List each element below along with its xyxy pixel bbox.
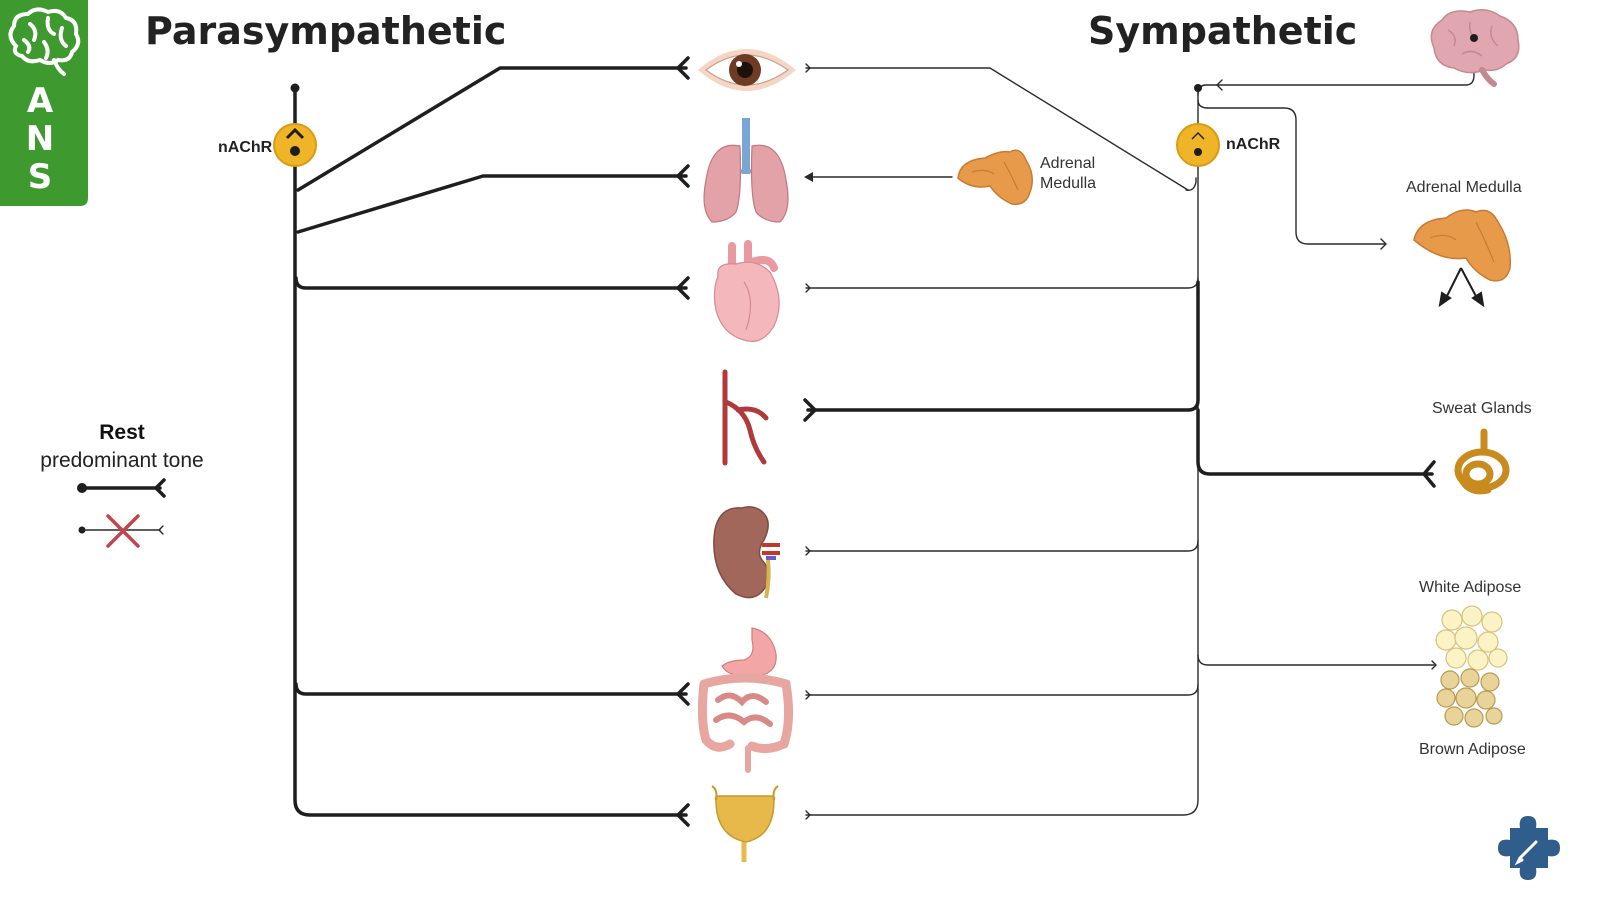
white-adipose-icon <box>1435 605 1508 671</box>
brown-adipose-label: Brown Adipose <box>1419 741 1526 758</box>
eye-icon <box>698 49 796 91</box>
gut-icon <box>697 627 794 773</box>
ans-letter-s: S <box>28 157 53 197</box>
nachr-receptor-right <box>1176 84 1220 167</box>
brown-adipose-icon <box>1436 668 1503 728</box>
cross-icon <box>106 514 140 548</box>
brain-icon <box>8 7 81 76</box>
heart-icon <box>713 240 780 342</box>
ans-letter-n: N <box>26 119 54 159</box>
nachr-label-right: nAChR <box>1226 136 1281 153</box>
lungs-icon <box>703 118 789 223</box>
nachr-receptor-left <box>273 83 317 167</box>
adrenal-label-center-line1: Adrenal <box>1040 155 1095 172</box>
legend-predominant-line <box>77 478 166 498</box>
nachr-label-left: nAChR <box>218 139 273 156</box>
ans-letter-a: A <box>27 81 54 121</box>
parasympathetic-title: Parasympathetic <box>145 9 506 53</box>
kidney-icon <box>713 506 780 599</box>
legend-non-predominant-line <box>78 514 164 548</box>
legend-subtitle: predominant tone <box>40 449 203 472</box>
brain-target-icon <box>1430 9 1520 87</box>
adrenal-label-center-line2: Medulla <box>1040 175 1096 192</box>
adrenal-gland-icon-right <box>1413 209 1511 282</box>
blood-vessel-icon <box>722 369 769 466</box>
parasympathetic-pathways <box>293 56 690 827</box>
sympathetic-pathways <box>803 37 1475 820</box>
adrenal-gland-icon-center <box>957 149 1033 205</box>
release-arrows-icon <box>1438 267 1485 308</box>
sweat-gland-icon <box>1454 428 1510 495</box>
sweat-glands-label: Sweat Glands <box>1432 400 1532 417</box>
legend: Rest predominant tone <box>40 421 204 548</box>
white-adipose-label: White Adipose <box>1419 579 1521 596</box>
legend-title: Rest <box>99 421 145 444</box>
ans-badge: A N S <box>0 0 88 206</box>
puzzle-piece-icon <box>1498 816 1560 880</box>
adrenal-label-right: Adrenal Medulla <box>1406 179 1522 196</box>
sympathetic-title: Sympathetic <box>1088 9 1357 53</box>
bladder-icon <box>711 785 779 862</box>
